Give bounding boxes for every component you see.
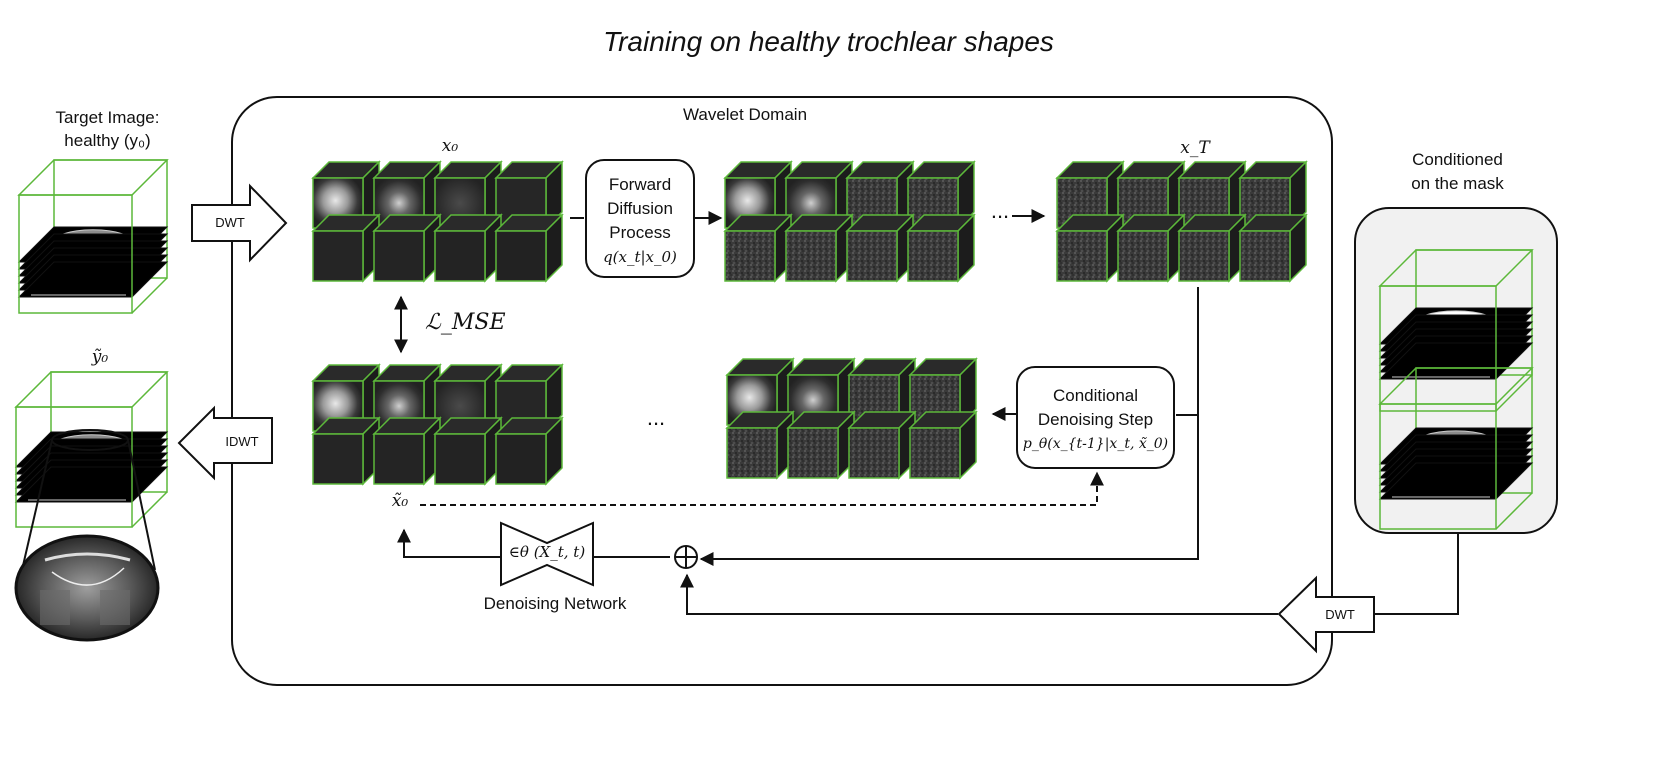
cube-r1-c3 [908,410,978,480]
network-formula: ∈θ (X_t, t) [508,543,586,561]
zoom-line-left [21,439,53,571]
cube-grid-x0-reconstructed [311,363,564,486]
knee-zoom-image [14,534,160,642]
conditional-denoising-box [1016,366,1175,469]
arrow-dwt-to-plus [680,573,1278,615]
knee-zoom-condyle-right [100,590,130,625]
cube-r1-c2 [845,213,915,283]
cube-r1-c0 [311,416,381,486]
dwt-right-arrow-shape [1277,575,1375,654]
denoising-network-label: Denoising Network [483,594,627,613]
denoise-line-1: Conditional [1052,386,1139,405]
cube-r1-c0 [311,213,381,283]
cube-r1-c1 [1116,213,1186,283]
cube-r1-c0 [723,213,793,283]
x0-label: x₀ [441,136,459,156]
cube-grid-x0 [311,160,564,283]
cube-r1-c3 [494,213,564,283]
slice [1378,342,1534,380]
cube-r1-c1 [786,410,856,480]
cube-r1-c0 [725,410,795,480]
cube-r1-c1 [372,416,442,486]
loss-label: ℒ_MSE [425,310,506,335]
volume-front [18,194,133,314]
x0-tilde-label: x̃₀ [391,491,409,511]
cube-grid-xT [1055,160,1308,283]
forward-line-3: Process [609,223,671,242]
slice [17,261,169,298]
volume-top [17,159,169,196]
slice [1378,462,1534,500]
volume-front [1379,285,1497,412]
arrow-x0tilde-to-denoise [420,471,1104,506]
idwt-arrow-shape [177,405,273,481]
mask-image-volume [1378,367,1534,530]
knee-zoom-trochlea [44,552,131,562]
forward-formula: q(x_t|x_0) [603,248,677,266]
cube-r1-c3 [494,416,564,486]
zoom-line-right [127,439,156,571]
cube-r1-c2 [433,213,503,283]
cube-r1-c1 [784,213,854,283]
wavelet-domain-label: Wavelet Domain [682,105,808,124]
conditioned-label-1: Conditioned [1412,150,1503,169]
line-mask-to-dwt [1374,534,1459,615]
dwt-left-label: DWT [215,215,245,230]
forward-diffusion-box [585,159,695,278]
conditioned-label-2: on the mask [1411,174,1504,193]
dwt-left-arrow-shape [191,183,288,263]
cube-r1-c3 [906,213,976,283]
denoise-formula: p_θ(x_{t-1}|x_t, x̃_0) [1022,436,1169,452]
volume-front [1379,403,1497,530]
cube-r0-c2 [433,160,503,230]
volume-side [131,277,168,314]
ellipsis-top: ... [990,198,1010,223]
ellipsis-bottom: ... [646,405,666,430]
cube-r1-c0 [1055,213,1125,283]
denoising-network-shape [500,521,594,587]
cube-r0-c3 [494,160,564,230]
target-image-label-2: healthy (y₀) [64,131,151,150]
page-title: Training on healthy trochlear shapes [603,26,1054,57]
volume-front [15,406,133,528]
cube-grid-forward-output [723,160,976,283]
volume-side [1495,374,1533,412]
mask-volume [1378,249,1534,412]
knee-zoom-contour [51,567,125,586]
dwt-right-label: DWT [1325,607,1355,622]
volume-side [131,491,168,528]
forward-line-2: Diffusion [607,199,673,218]
target-image-volume [17,159,169,314]
forward-line-1: Forward [608,175,672,194]
wavelet-domain-panel [231,96,1333,686]
slice [14,466,169,503]
cube-r1-c2 [433,416,503,486]
arrow-network-to-x0tilde [397,528,500,558]
cube-r1-c2 [847,410,917,480]
volume-top [14,371,169,408]
knee-zoom-condyle-left [40,590,70,625]
cube-r1-c1 [372,213,442,283]
conditional-denoising-text: Conditional Denoising Step p_θ(x_{t-1}|x… [1017,384,1174,456]
xT-label: x_T [1180,138,1210,158]
denoise-line-2: Denoising Step [1037,410,1154,429]
arrow-xT-to-plus [699,415,1199,566]
arrow-xT-to-denoise [1176,287,1199,416]
idwt-label: IDWT [225,434,259,449]
forward-diffusion-text: Forward Diffusion Process q(x_t|x_0) [586,173,694,269]
y-tilde-label: ỹ₀ [91,347,109,367]
cube-r1-c3 [1238,213,1308,283]
target-image-label-1: Target Image: [55,108,160,127]
cube-r1-c2 [1177,213,1247,283]
cube-grid-denoise-output [725,357,978,480]
volume-side [1495,492,1533,530]
